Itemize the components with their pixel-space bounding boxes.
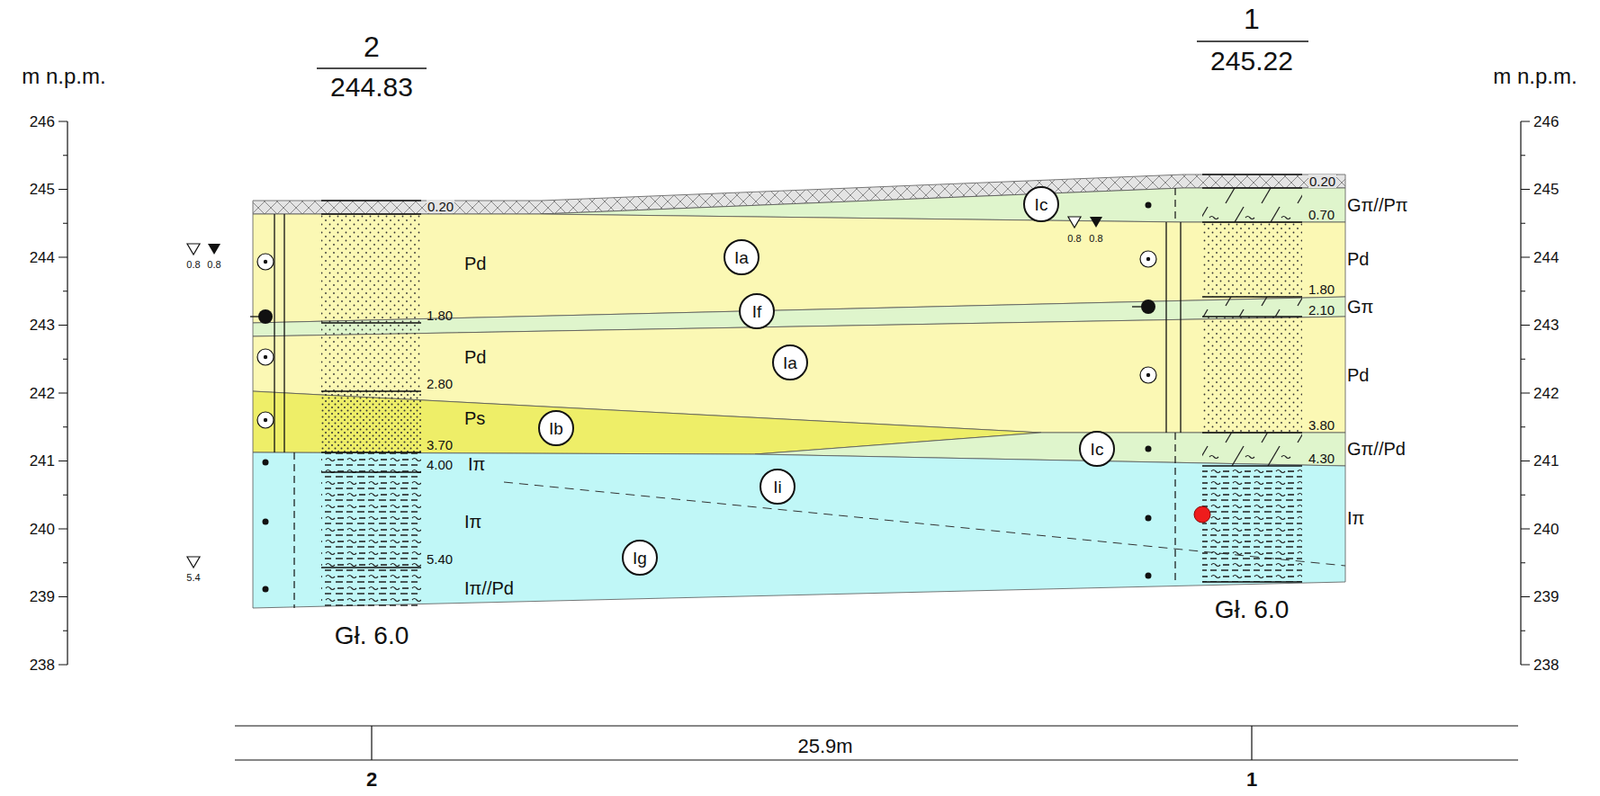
borehole-header: 244.83 xyxy=(330,73,414,101)
soil-code: Pd xyxy=(464,348,486,367)
callout-number: Ib xyxy=(548,420,564,438)
axis-value: 240 xyxy=(1533,521,1559,538)
depth-value: 0.70 xyxy=(1308,207,1335,222)
axis-value: 244 xyxy=(1533,250,1559,266)
axis-tick xyxy=(58,596,1530,598)
axis-value: 243 xyxy=(29,317,55,333)
axis-value: 243 xyxy=(1533,317,1559,333)
depth-value: 5.40 xyxy=(426,552,453,567)
soil-code: Pd xyxy=(1347,250,1369,269)
soil-code: Iπ xyxy=(1347,509,1365,528)
soil-code: Iπ xyxy=(467,455,486,474)
axis-tick xyxy=(58,256,1530,258)
axis-tick xyxy=(58,188,1530,190)
soil-code: Iπ//Pd xyxy=(464,579,514,598)
callout-number: Ia xyxy=(734,249,749,267)
depth-value: 3.70 xyxy=(426,438,453,452)
layer-callout: Ia xyxy=(723,239,760,276)
layer-callout: Ia xyxy=(772,344,809,381)
depth-value: 0.20 xyxy=(1308,174,1337,189)
water-level: 0.8 xyxy=(1067,233,1081,244)
layer-callout: Ii xyxy=(759,468,796,505)
axis-value: 242 xyxy=(29,386,55,402)
depth-value: 3.80 xyxy=(1308,418,1335,432)
water-level: 0.8 xyxy=(206,260,221,270)
axis-value: 242 xyxy=(1533,386,1559,402)
axis-value: 239 xyxy=(29,589,55,605)
elevation-axes xyxy=(58,121,1530,666)
layer-callout: Ic xyxy=(1078,431,1115,468)
water-level: 5.4 xyxy=(186,573,200,584)
axis-tick xyxy=(62,426,1526,428)
axis-tick xyxy=(62,562,1526,564)
axis-value: 238 xyxy=(1533,657,1559,674)
callout-number: Ic xyxy=(1090,440,1105,459)
soil-code: Gπ//Pd xyxy=(1347,440,1406,459)
callout-number: Ii xyxy=(773,478,783,496)
axis-tick xyxy=(62,290,1526,292)
borehole-depth: Gł. 6.0 xyxy=(334,623,409,649)
axis-tick xyxy=(58,324,1530,326)
soil-code: Gπ xyxy=(1347,297,1374,316)
depth-value: 2.80 xyxy=(426,377,453,391)
layer-callout: Ig xyxy=(621,539,658,576)
soil-code: Gπ//Pπ xyxy=(1347,196,1409,215)
depth-value: 4.00 xyxy=(426,458,453,472)
axis-value: 239 xyxy=(1533,589,1559,605)
callout-number: Ig xyxy=(632,549,648,567)
callout-number: Ia xyxy=(782,354,798,372)
axis-tick xyxy=(58,392,1530,394)
callout-number: Ic xyxy=(1034,196,1049,214)
borehole-header: 1 xyxy=(1243,4,1260,34)
distance-scale xyxy=(234,726,1519,761)
soil-code: Ps xyxy=(464,409,486,428)
borehole-header: 2 xyxy=(363,32,380,62)
layer-callout: Ic xyxy=(1023,186,1060,223)
depth-value: 1.80 xyxy=(426,308,453,323)
axis-tick xyxy=(62,494,1526,496)
soil-code: Pd xyxy=(464,254,486,273)
axis-unit: m n.p.m. xyxy=(1492,65,1577,88)
depth-value: 4.30 xyxy=(1308,451,1335,466)
depth-value: 1.80 xyxy=(1308,282,1335,297)
axis-value: 244 xyxy=(29,250,55,266)
soil-code: Pd xyxy=(1347,366,1369,385)
layer-callout: Ib xyxy=(538,410,575,447)
water-level: 0.8 xyxy=(1088,233,1103,244)
layer-clay xyxy=(252,452,1346,609)
borehole-1 xyxy=(1068,41,1309,583)
soil-code: Iπ xyxy=(464,512,482,531)
distance-label: 25.9m xyxy=(797,737,853,757)
axis-value: 246 xyxy=(1533,114,1559,130)
axis-value: 246 xyxy=(29,114,55,130)
axis-tick xyxy=(62,223,1526,225)
water-level: 0.8 xyxy=(186,260,200,270)
axis-value: 245 xyxy=(1533,181,1559,198)
distance-label: 2 xyxy=(366,770,378,791)
axis-value: 241 xyxy=(1533,453,1559,469)
axis-tick xyxy=(62,630,1526,632)
depth-value: 0.20 xyxy=(426,199,455,214)
depth-value: 2.10 xyxy=(1308,303,1335,317)
axis-tick xyxy=(58,120,1530,122)
borehole-2 xyxy=(187,68,427,609)
borehole-header: 245.22 xyxy=(1210,47,1294,75)
distance-label: 1 xyxy=(1246,770,1258,791)
axis-value: 241 xyxy=(29,453,55,469)
axis-tick xyxy=(62,154,1526,156)
axis-value: 238 xyxy=(29,657,55,674)
layer-callout: If xyxy=(738,293,775,330)
axis-unit: m n.p.m. xyxy=(21,65,106,88)
axis-tick xyxy=(58,528,1530,530)
axis-value: 240 xyxy=(29,521,55,538)
axis-value: 245 xyxy=(29,181,55,198)
axis-tick xyxy=(58,664,1530,666)
borehole-depth: Gł. 6.0 xyxy=(1214,597,1289,623)
callout-number: If xyxy=(752,303,763,321)
